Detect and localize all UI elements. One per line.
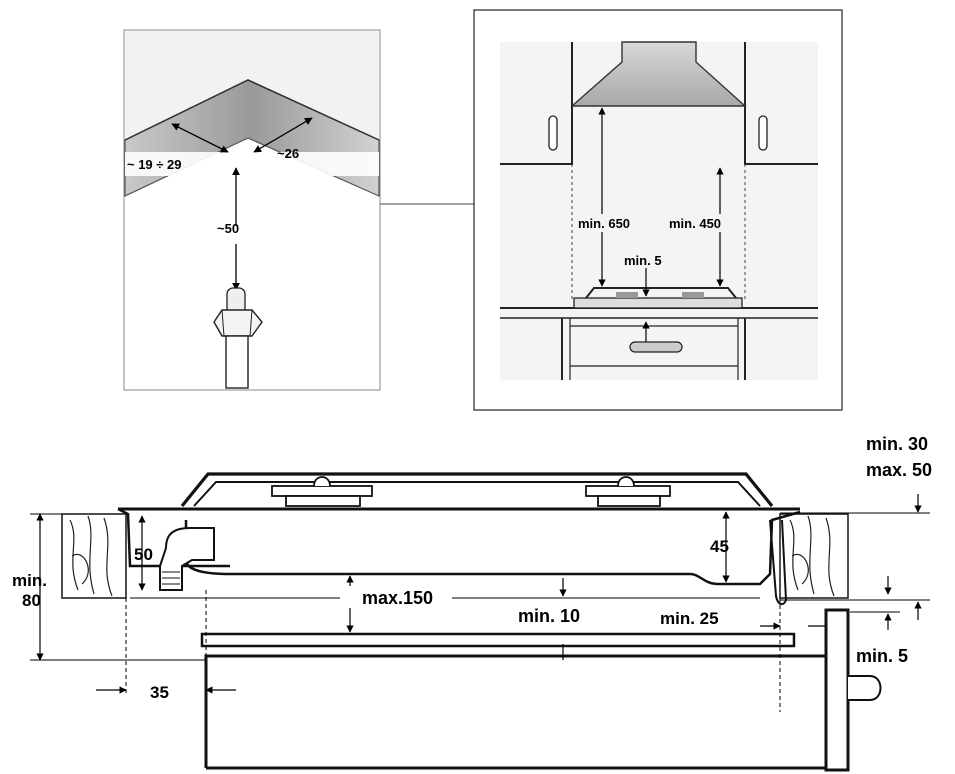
counter-min-label: min. (12, 571, 47, 590)
left-worktop-shape (61, 513, 127, 599)
side-min-label: min. 5 (856, 646, 908, 666)
oven-handle-shape (848, 675, 882, 701)
hob-body-shape (117, 472, 801, 606)
hood-clearance-label: min. 650 (578, 216, 630, 231)
side-gap-label: min. 5 (624, 253, 662, 268)
shelf-board-shape (200, 632, 796, 648)
pipe-height-label: 50 (134, 545, 153, 564)
cabinet-clearance-label: min. 450 (669, 216, 721, 231)
hob-depth-label: 45 (710, 537, 729, 556)
cross-section-diagram: min. 30 max. 50 50 45 min. 80 max.150 mi… (12, 434, 932, 772)
hood-clearance-panel: min. 650 min. 450 min. 5 (473, 9, 843, 411)
hood-shape (570, 41, 747, 107)
max-space-label: max.150 (362, 588, 433, 608)
gas-connector-panel: ~ 19 ÷ 29 ~26 ~50 (123, 29, 381, 391)
top-min-label: min. 30 (866, 434, 928, 454)
pipe-nut-shape (213, 287, 263, 389)
oven-shape (204, 654, 830, 768)
width-label: ~ 19 ÷ 29 (127, 157, 181, 172)
offset-label: 35 (150, 683, 169, 702)
height-label: ~50 (217, 221, 239, 236)
depth-label: ~26 (277, 146, 299, 161)
top-max-label: max. 50 (866, 460, 932, 480)
min-gap-label: min. 10 (518, 606, 580, 626)
counter-value-label: 80 (22, 591, 41, 610)
right-worktop-shape (779, 513, 849, 599)
panel-gap-label: min. 25 (660, 609, 719, 628)
